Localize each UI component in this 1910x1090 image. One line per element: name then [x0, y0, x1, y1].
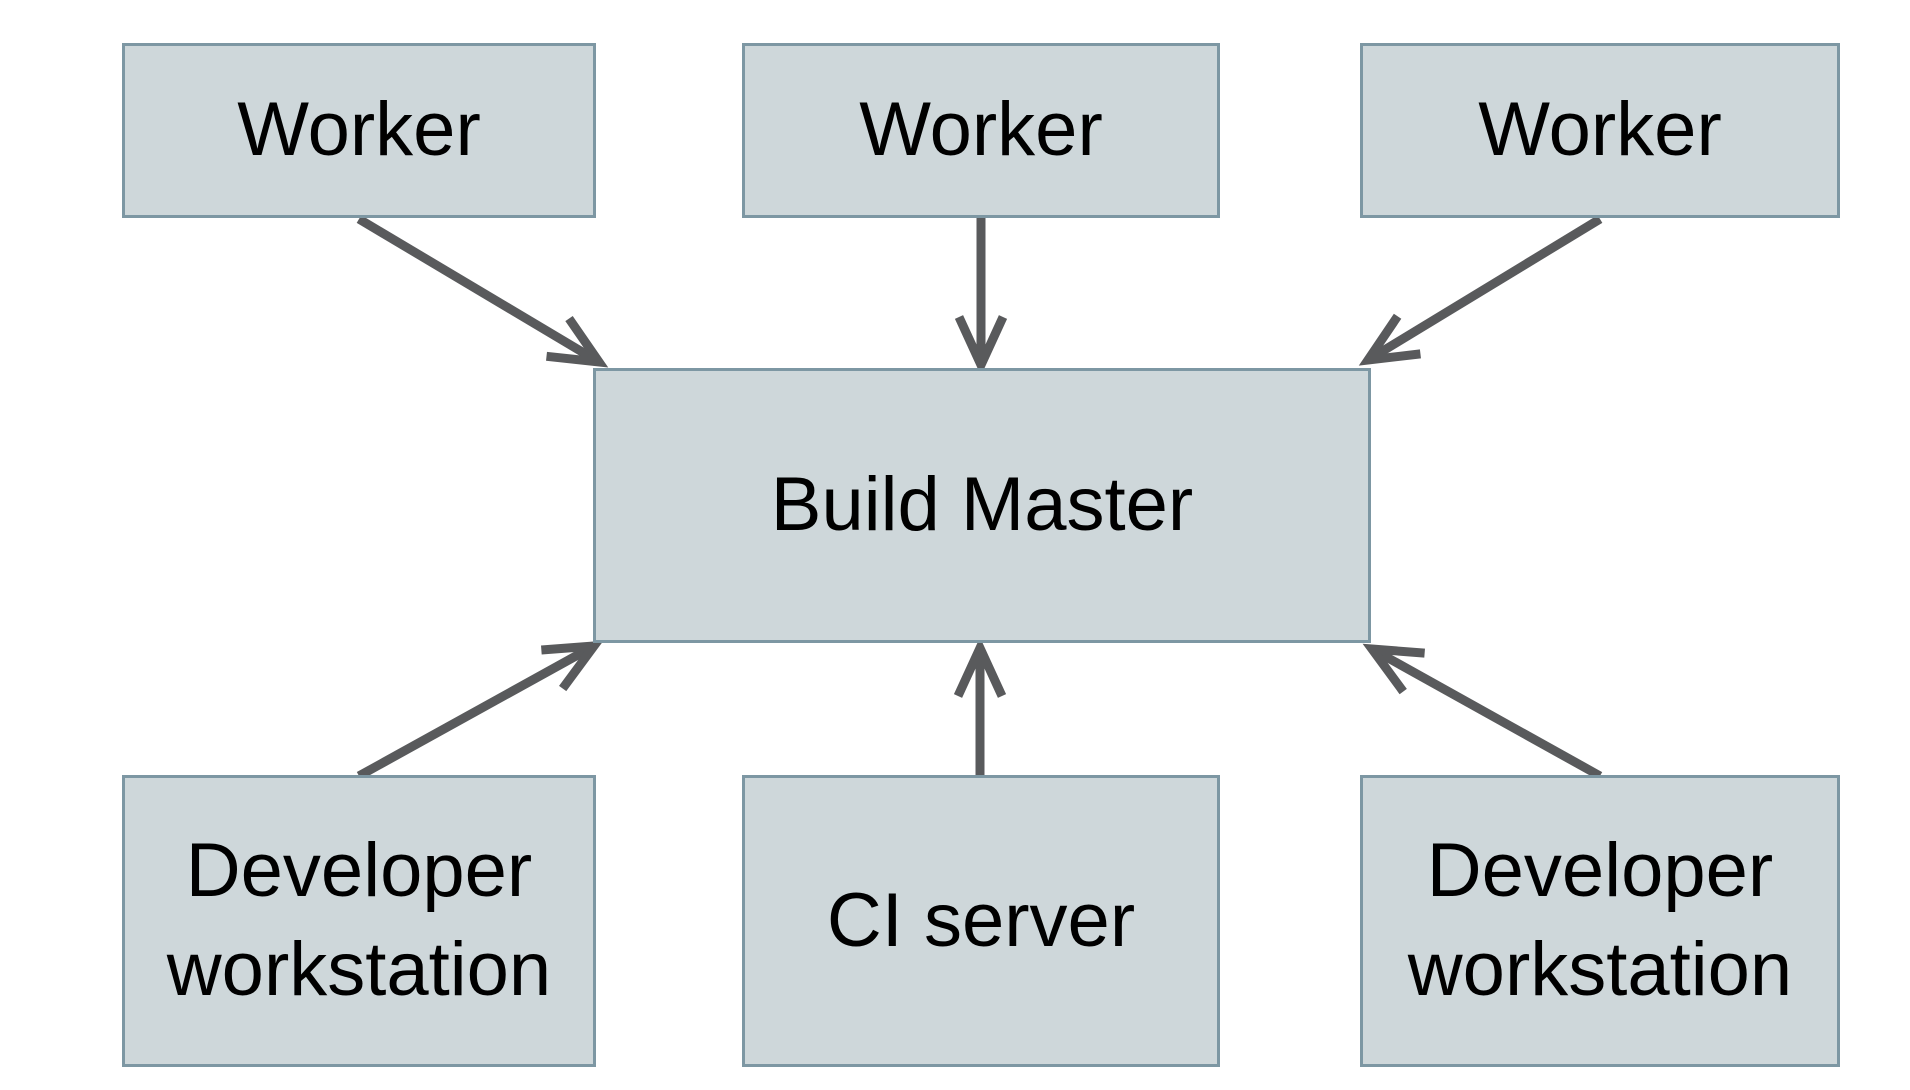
node-build-master-label: Build Master [770, 462, 1194, 548]
node-ci-server-label: CI server [826, 877, 1136, 963]
node-worker-2-label: Worker [859, 87, 1103, 173]
node-dev-workstation-2: Developer workstation [1360, 775, 1840, 1067]
node-worker-1-label: Worker [237, 87, 481, 173]
node-worker-3: Worker [1360, 43, 1840, 218]
node-build-master: Build Master [593, 368, 1371, 643]
node-dev-workstation-2-label: Developer workstation [1407, 828, 1793, 1012]
node-worker-1: Worker [122, 43, 596, 218]
arrow-worker-3-to-build-master [1358, 215, 1603, 366]
node-dev-workstation-1-label: Developer workstation [166, 828, 552, 1012]
node-worker-3-label: Worker [1478, 87, 1722, 173]
arrow-worker-1-to-build-master [356, 215, 609, 368]
node-ci-server: CI server [742, 775, 1220, 1067]
node-dev-workstation-1: Developer workstation [122, 775, 596, 1067]
arrow-dev-workstation-2-to-build-master [1362, 643, 1603, 780]
node-worker-2: Worker [742, 43, 1220, 218]
arrow-dev-workstation-1-to-build-master [356, 640, 604, 780]
